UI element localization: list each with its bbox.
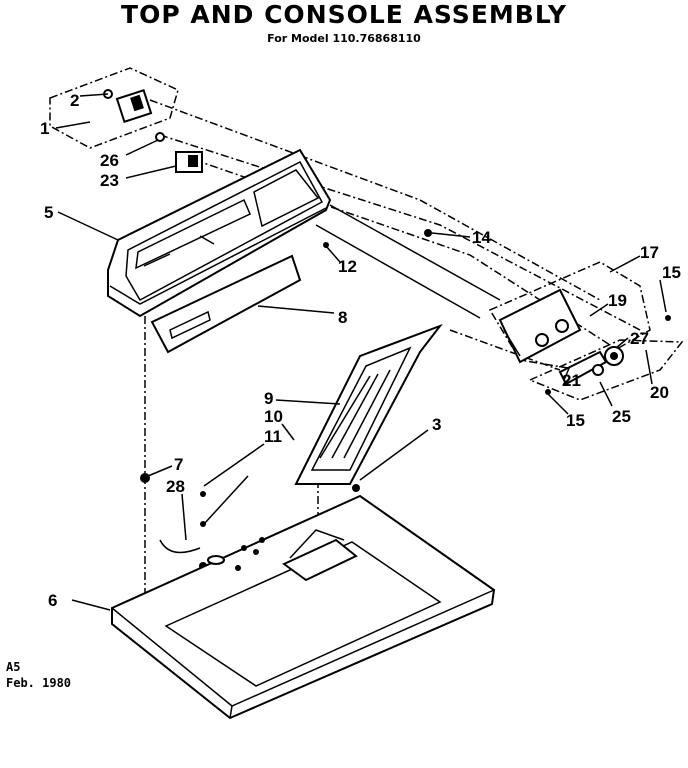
callout-7: 7 [174, 455, 183, 474]
model-subtitle: For Model 110.76868110 [267, 32, 421, 45]
callout-17: 17 [640, 243, 659, 262]
callout-1: 1 [40, 119, 49, 138]
callout-6: 6 [48, 591, 57, 610]
callout-5: 5 [44, 203, 53, 222]
part-control-assembly-box [488, 261, 671, 371]
callout-15-top: 15 [662, 263, 681, 282]
callout-19: 19 [608, 291, 627, 310]
callout-8: 8 [338, 308, 347, 327]
callout-28: 28 [166, 477, 185, 496]
callout-9: 9 [264, 389, 273, 408]
part-top-panel [111, 494, 496, 720]
part-rear-trim [315, 204, 501, 319]
callout-10: 10 [264, 407, 283, 426]
callout-26: 26 [100, 151, 119, 170]
callout-leader-lines [55, 93, 667, 611]
callout-12: 12 [338, 257, 357, 276]
callout-27: 27 [630, 329, 649, 348]
part-lint-screen [294, 323, 443, 485]
callout-14: 14 [472, 228, 491, 247]
callout-21: 21 [562, 371, 581, 390]
callout-23: 23 [100, 171, 119, 190]
part-screw-3 [352, 484, 360, 492]
diagram-title: TOP AND CONSOLE ASSEMBLY [121, 0, 567, 29]
part-control-panel [150, 254, 302, 354]
part-switch-group-box [49, 67, 179, 149]
callout-15-bottom: 15 [566, 411, 585, 430]
part-small-switch [155, 132, 203, 173]
callout-3: 3 [432, 415, 441, 434]
callout-2: 2 [70, 91, 79, 110]
callout-25: 25 [612, 407, 631, 426]
footer-code: A5 [6, 660, 21, 674]
callout-20: 20 [650, 383, 669, 402]
footer-date: Feb. 1980 [6, 676, 72, 690]
callout-numbers: 1 2 3 5 6 7 8 9 10 11 12 14 15 15 17 19 … [40, 91, 681, 610]
part-console [107, 148, 332, 318]
callout-11: 11 [264, 427, 282, 446]
